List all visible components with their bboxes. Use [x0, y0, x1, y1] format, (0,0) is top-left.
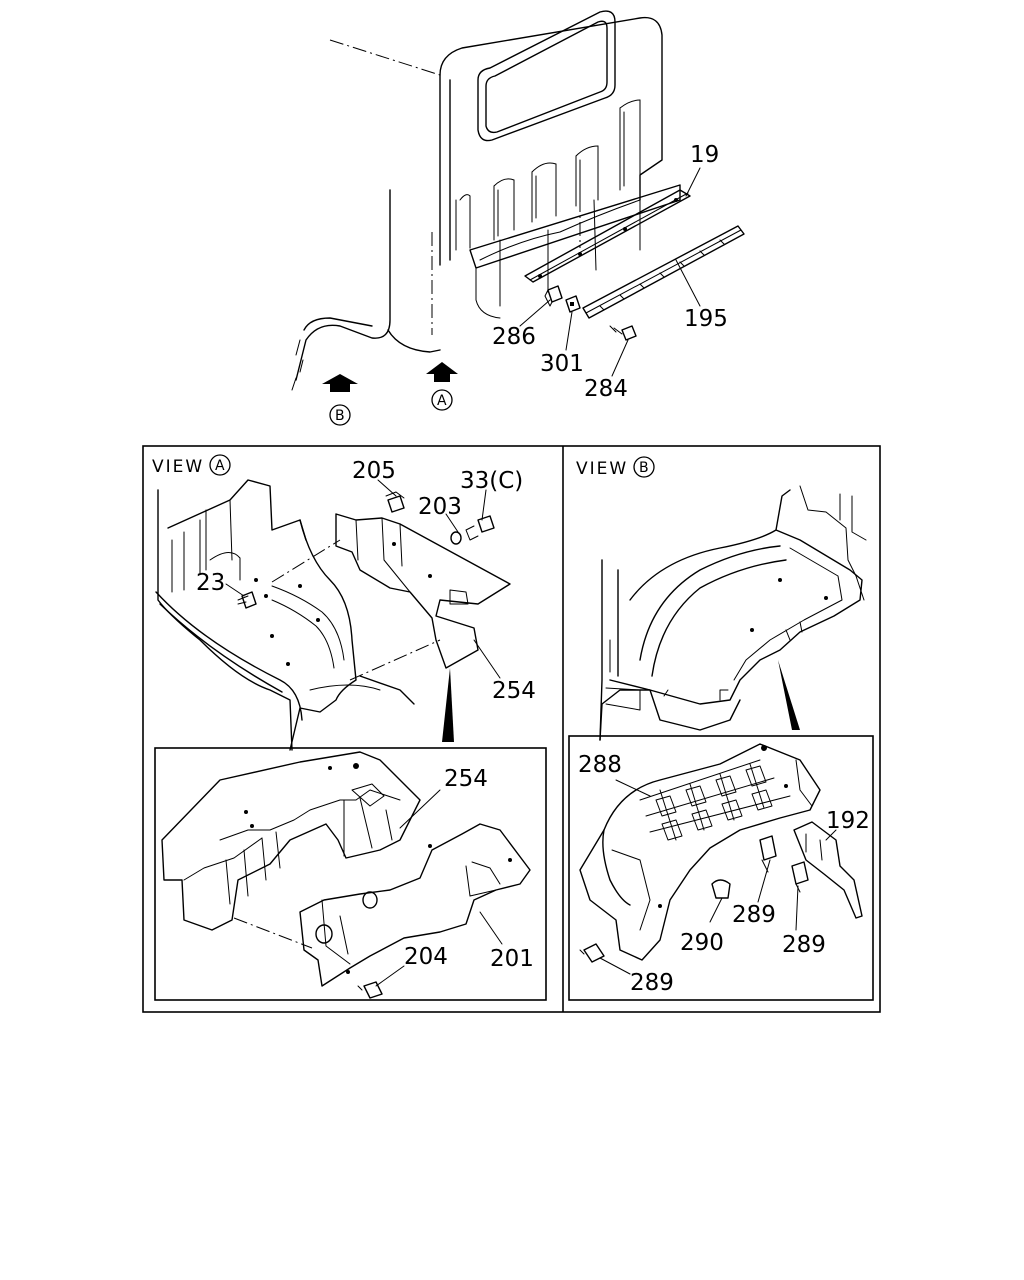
callout-203: 203 [418, 494, 462, 520]
callout-201: 201 [490, 946, 534, 972]
view-a-detail-frame [154, 747, 547, 1001]
view-a-drawing [155, 479, 511, 751]
callout-205: 205 [352, 458, 396, 484]
callout-195: 195 [684, 306, 728, 332]
cab-overview [291, 10, 745, 426]
callout-204: 204 [404, 944, 448, 970]
callout-288: 288 [578, 752, 622, 778]
callout-33c: 33(C) [460, 468, 523, 494]
view-b-detail-frame [568, 735, 874, 1001]
callout-23: 23 [196, 570, 225, 596]
view-b-detail-drawing [579, 743, 863, 975]
views-outer-frame [142, 445, 881, 1013]
callout-192: 192 [826, 808, 870, 834]
callout-289-a: 289 [732, 902, 776, 928]
view-marker-b: B [335, 408, 345, 424]
callout-301: 301 [540, 351, 584, 377]
view-a-detail-drawing [161, 751, 531, 999]
view-marker-a: A [437, 393, 447, 409]
callout-254-upper: 254 [492, 678, 536, 704]
view-b-label-marker: B [639, 460, 649, 476]
callout-289-b: 289 [782, 932, 826, 958]
view-b-label: VIEW [576, 459, 628, 479]
view-a-label: VIEW [152, 457, 204, 477]
callout-290: 290 [680, 930, 724, 956]
view-b-drawing [599, 485, 867, 741]
callout-19: 19 [690, 142, 719, 168]
callout-284: 284 [584, 376, 628, 402]
callout-254-lower: 254 [444, 766, 488, 792]
view-a-label-marker: A [215, 458, 225, 474]
callout-286: 286 [492, 324, 536, 350]
callout-289-c: 289 [630, 970, 674, 996]
